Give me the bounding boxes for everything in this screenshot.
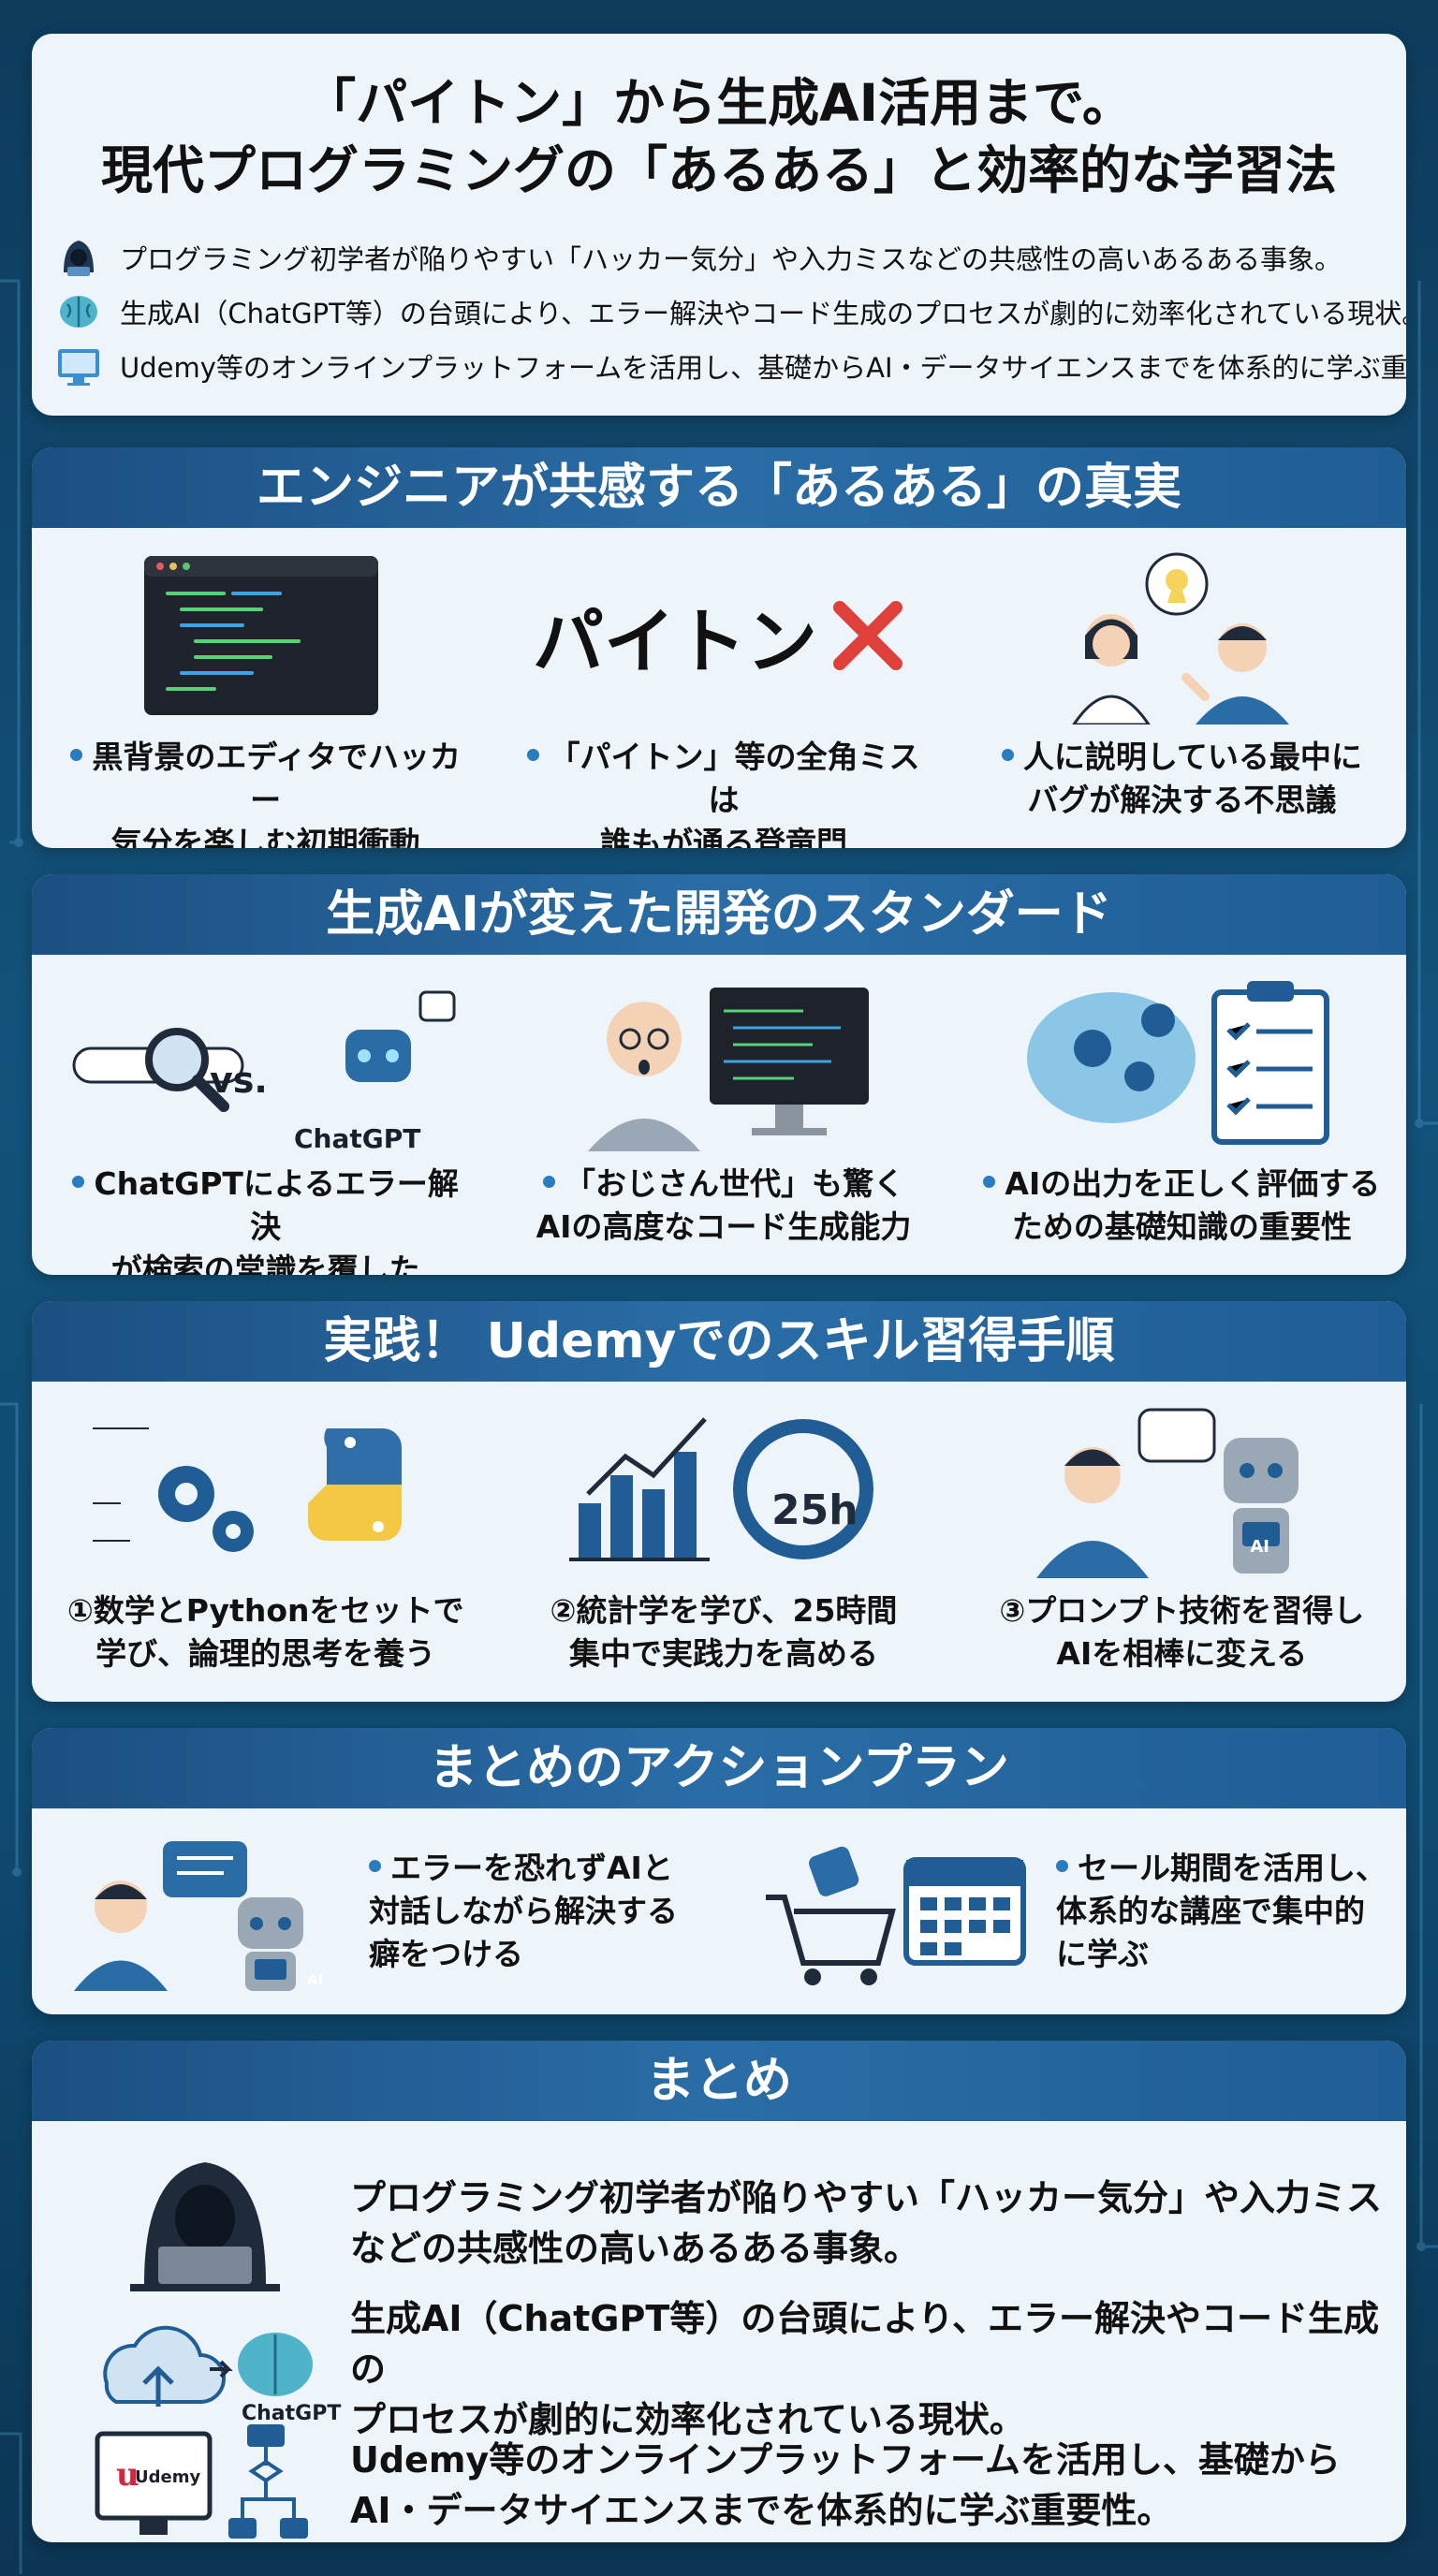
action-item-sale: セール期間を活用し、体系的な講座で集中的に学ぶ (719, 1808, 1406, 2014)
person-robot-chat-icon (1036, 1408, 1299, 1578)
genai-item-search: vs. ChatGPT ChatGPTによるエラー解決が検索の常識を覆した (32, 955, 490, 1275)
math-python-icon (92, 1427, 402, 1552)
brain-checklist-icon (1027, 981, 1330, 1145)
step-item-math-python: ①数学とPythonをセットで学び、論理的思考を養う (32, 1382, 490, 1702)
section-title: エンジニアが共感する「あるある」の真実 (32, 447, 1406, 528)
section-title: 実践！ Udemyでのスキル習得手順 (32, 1301, 1406, 1382)
hacker-laptop-icon (130, 2162, 280, 2291)
section-udemy-steps: 実践！ Udemyでのスキル習得手順 ①数学とPythonをセットで学び、論理的… (32, 1301, 1406, 1702)
bullet-dot (983, 1176, 996, 1188)
summary-item: プログラミング初学者が陥りやすい「ハッカー気分」や入力ミスなどの共感性の高いある… (32, 2153, 1406, 2293)
pyton-word: パイトン (532, 600, 817, 683)
cross-icon (832, 601, 902, 670)
section-title: まとめのアクションプラン (32, 1728, 1406, 1808)
surprised-man-computer-icon (587, 988, 869, 1151)
bullet-dot (72, 1176, 85, 1188)
section-genai: 生成AIが変えた開発のスタンダード vs. ChatGPT ChatGPTによる… (32, 874, 1406, 1275)
explaining-people-icon (1072, 552, 1290, 724)
robot-badge: AI (1250, 1537, 1269, 1557)
vs-label: vs. (210, 1060, 268, 1101)
cart-calendar-icon (766, 1846, 1026, 1985)
title-card: 「パイトン」から生成AI活用まで。 現代プログラミングの「あるある」と効率的な学… (32, 34, 1406, 416)
bullet-dot (527, 749, 540, 761)
action-item-ai-dialog: エラーを恐れずAIと対話しながら解決する癖をつける (32, 1808, 719, 2014)
section-aruaru: エンジニアが共感する「あるある」の真実 黒背景のエディタでハッカー気分を楽しむ初… (32, 447, 1406, 848)
robot-badge: AI (307, 1971, 324, 1988)
section-action-plan: まとめのアクションプラン エラーを恐れずAIと対話しながら解決する癖をつける (32, 1728, 1406, 2014)
bullet-dot (70, 749, 83, 761)
chatgpt-label: ChatGPT (242, 2402, 342, 2425)
aruaru-item-typo: パイトン 「パイトン」等の全角ミスは誰もが通る登竜門 (490, 528, 947, 848)
svg-text:u: u (116, 2456, 139, 2494)
udemy-monitor-flow-icon: u (95, 2424, 308, 2539)
chart-clock-icon (568, 1417, 873, 1561)
bullet-dot (369, 1860, 381, 1872)
page-title: 「パイトン」から生成AI活用まで。 現代プログラミングの「あるある」と効率的な学… (100, 73, 1337, 200)
person-robot-icon (74, 1841, 303, 1991)
summary-item: ChatGPT 生成AI（ChatGPT等）の台頭により、エラー解決やコード生成… (32, 2293, 1406, 2445)
intro-item: 生成AI（ChatGPT等）の台頭により、エラー解決やコード生成のプロセスが劇的… (54, 285, 1406, 339)
intro-list: プログラミング初学者が陥りやすい「ハッカー気分」や入力ミスなどの共感性の高いある… (54, 230, 1406, 393)
section-title: まとめ (32, 2041, 1406, 2121)
hacker-icon (64, 241, 94, 276)
search-vs-chatgpt-icon (72, 990, 456, 1112)
section-title: 生成AIが変えた開発のスタンダード (32, 874, 1406, 955)
section-summary: まとめ プログラミング初学者が陥りやすい「ハッカー気分」や入力ミスなどの共感性の… (32, 2041, 1406, 2542)
aruaru-item-hacker: 黒背景のエディタでハッカー気分を楽しむ初期衝動 (32, 528, 490, 848)
code-editor-icon (143, 556, 378, 715)
brain-icon (60, 296, 97, 328)
clock-label: 25h (770, 1486, 858, 1534)
genai-item-evaluate: AIの出力を正しく評価するための基礎知識の重要性 (948, 955, 1406, 1275)
bullet-dot (542, 1176, 555, 1188)
intro-item: Udemy等のオンラインプラットフォームを活用し、基礎からAI・データサイエンス… (54, 339, 1406, 393)
udemy-label: Udemy (135, 2467, 201, 2487)
chatgpt-label: ChatGPT (294, 1123, 421, 1154)
cloud-brain-icon (103, 2325, 313, 2407)
step-item-statistics: 25h ②統計学を学び、25時間集中で実践力を高める (490, 1382, 947, 1702)
bullet-dot (1056, 1860, 1068, 1872)
bullet-dot (1001, 749, 1014, 761)
intro-item: プログラミング初学者が陥りやすい「ハッカー気分」や入力ミスなどの共感性の高いある… (54, 230, 1384, 285)
aruaru-item-rubberduck: 人に説明している最中にバグが解決する不思議 (948, 528, 1406, 848)
monitor-icon (58, 349, 99, 386)
